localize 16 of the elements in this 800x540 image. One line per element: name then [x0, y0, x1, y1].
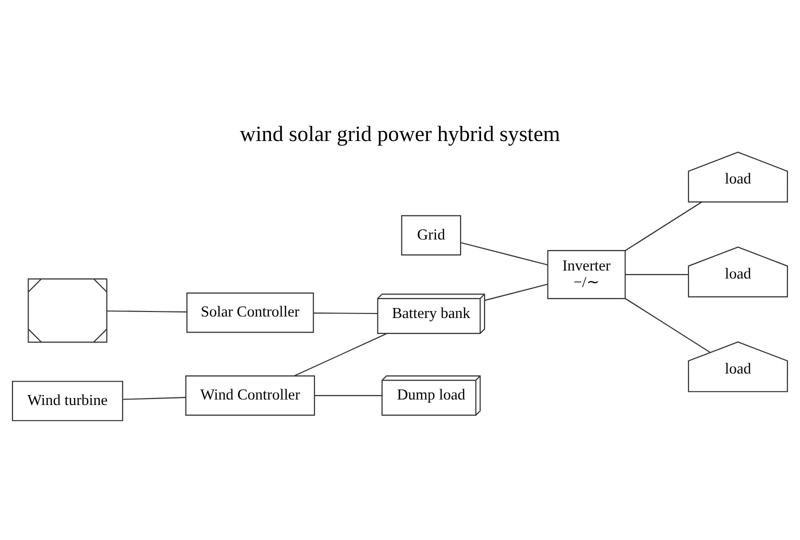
- diagram-title: wind solar grid power hybrid system: [240, 122, 560, 146]
- node-box: Wind Controller: [185, 375, 316, 416]
- connector: [122, 396, 186, 400]
- connector: [624, 202, 702, 252]
- connector: [294, 333, 388, 376]
- connector: [314, 312, 378, 314]
- node-box: Wind turbine: [12, 380, 124, 422]
- connector: [484, 284, 548, 301]
- connector: [624, 298, 710, 353]
- connector: [106, 310, 187, 312]
- connector: [460, 242, 548, 266]
- connector: [625, 274, 688, 276]
- node-box: Grid: [401, 215, 462, 256]
- node-box: Inverter −/∼: [547, 250, 626, 300]
- node-box: Solar Controller: [186, 292, 314, 333]
- connector: [314, 395, 382, 396]
